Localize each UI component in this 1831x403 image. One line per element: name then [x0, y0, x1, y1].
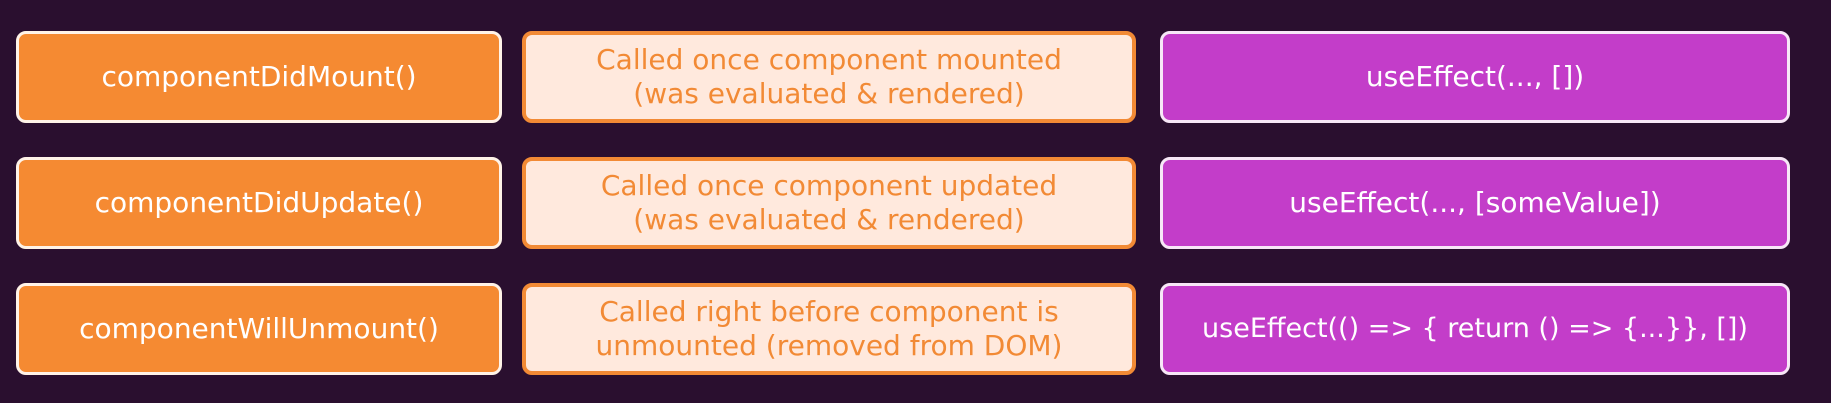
lifecycle-row-will-unmount: componentWillUnmount() Called right befo…: [0, 283, 1831, 375]
lifecycle-method-box: componentWillUnmount(): [16, 283, 502, 375]
hook-equivalent-box: useEffect(..., []): [1160, 31, 1790, 123]
lifecycle-method-box: componentDidUpdate(): [16, 157, 502, 249]
lifecycle-description-box: Called once component updated (was evalu…: [522, 157, 1136, 249]
lifecycle-method-box: componentDidMount(): [16, 31, 502, 123]
lifecycle-row-did-update: componentDidUpdate() Called once compone…: [0, 157, 1831, 249]
lifecycle-row-did-mount: componentDidMount() Called once componen…: [0, 31, 1831, 123]
lifecycle-description-box: Called once component mounted (was evalu…: [522, 31, 1136, 123]
lifecycle-description-box: Called right before component is unmount…: [522, 283, 1136, 375]
hook-equivalent-box: useEffect(..., [someValue]): [1160, 157, 1790, 249]
hook-equivalent-box: useEffect(() => { return () => {...}}, […: [1160, 283, 1790, 375]
